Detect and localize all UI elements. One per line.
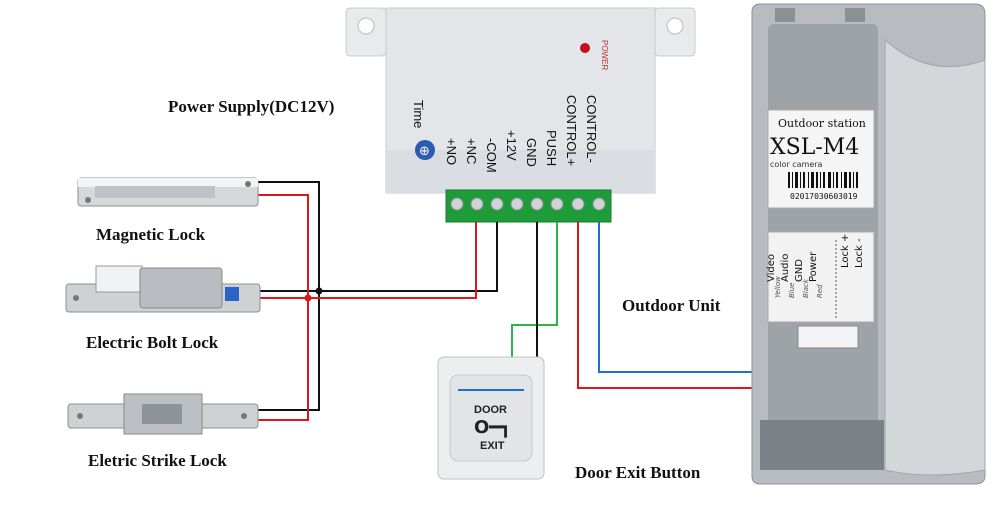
time-adjust-knob[interactable] bbox=[415, 140, 435, 160]
terminal-label-push: PUSH bbox=[544, 130, 559, 166]
plus-icon: ⊕ bbox=[419, 144, 430, 159]
power-led-label: POWER bbox=[600, 40, 609, 70]
power-led bbox=[580, 43, 590, 53]
wire-red-no bbox=[258, 222, 477, 299]
terminal-block bbox=[445, 189, 612, 223]
key-icon: O━┓ bbox=[474, 417, 511, 438]
outdoor-unit: Outdoor station XSL-M4 color camera 0201… bbox=[751, 3, 986, 485]
terminal-label-control-minus: CONTROL- bbox=[584, 95, 599, 163]
wire-red-magnetic bbox=[256, 194, 309, 421]
wire-black-com bbox=[258, 222, 498, 292]
terminal-label-gnd: GND bbox=[524, 138, 539, 167]
exit-button-bottom-text: EXIT bbox=[480, 440, 505, 452]
exit-button-top-text: DOOR bbox=[474, 404, 507, 416]
wire-color-black: Black bbox=[802, 278, 810, 298]
terminal-label-nc: +NC bbox=[464, 138, 479, 164]
door-exit-button[interactable]: DOOR O━┓ EXIT bbox=[437, 356, 545, 480]
electric-bolt-lock-label: Electric Bolt Lock bbox=[86, 333, 219, 352]
wire-color-blue: Blue bbox=[788, 283, 796, 299]
electric-bolt-lock bbox=[65, 265, 261, 313]
wire-black-magnetic bbox=[256, 181, 320, 411]
magnetic-lock-label: Magnetic Lock bbox=[96, 225, 206, 244]
door-exit-button-label: Door Exit Button bbox=[575, 463, 701, 482]
barcode bbox=[788, 172, 858, 188]
junction-dot bbox=[315, 287, 323, 295]
outdoor-serial: 02017030603019 bbox=[790, 192, 858, 201]
terminal-label-no: +NO bbox=[444, 138, 459, 165]
wire-color-yellow: Yellow bbox=[774, 276, 782, 298]
pin-video: Video bbox=[766, 254, 777, 282]
outdoor-model: XSL-M4 bbox=[770, 135, 859, 160]
outdoor-station-title: Outdoor station bbox=[778, 117, 866, 130]
time-label: Time bbox=[411, 100, 426, 128]
eletric-strike-lock-label: Eletric Strike Lock bbox=[88, 451, 227, 470]
pin-audio: Audio bbox=[780, 254, 791, 282]
electric-strike-lock bbox=[67, 393, 259, 435]
outdoor-connector bbox=[797, 325, 859, 349]
terminal-label-control-plus: CONTROL+ bbox=[564, 95, 579, 166]
pin-gnd: GND bbox=[794, 259, 805, 282]
wire-green-push bbox=[511, 222, 558, 358]
wire-color-red: Red bbox=[816, 284, 824, 298]
pin-lock-minus: Lock - bbox=[854, 238, 865, 268]
outdoor-unit-label: Outdoor Unit bbox=[622, 296, 721, 315]
terminal-label-com: -COM bbox=[484, 138, 499, 173]
outdoor-subtitle: color camera bbox=[770, 160, 823, 169]
pin-power: Power bbox=[808, 251, 819, 282]
magnetic-lock bbox=[77, 177, 259, 207]
power-supply: POWER Time ⊕ +NO +NC -COM +12V GND PUSH … bbox=[345, 7, 696, 223]
pin-lock-plus: Lock + bbox=[840, 234, 851, 268]
power-supply-label: Power Supply(DC12V) bbox=[168, 97, 334, 116]
junction-dot bbox=[304, 294, 312, 302]
terminal-label-12v: +12V bbox=[504, 130, 519, 161]
